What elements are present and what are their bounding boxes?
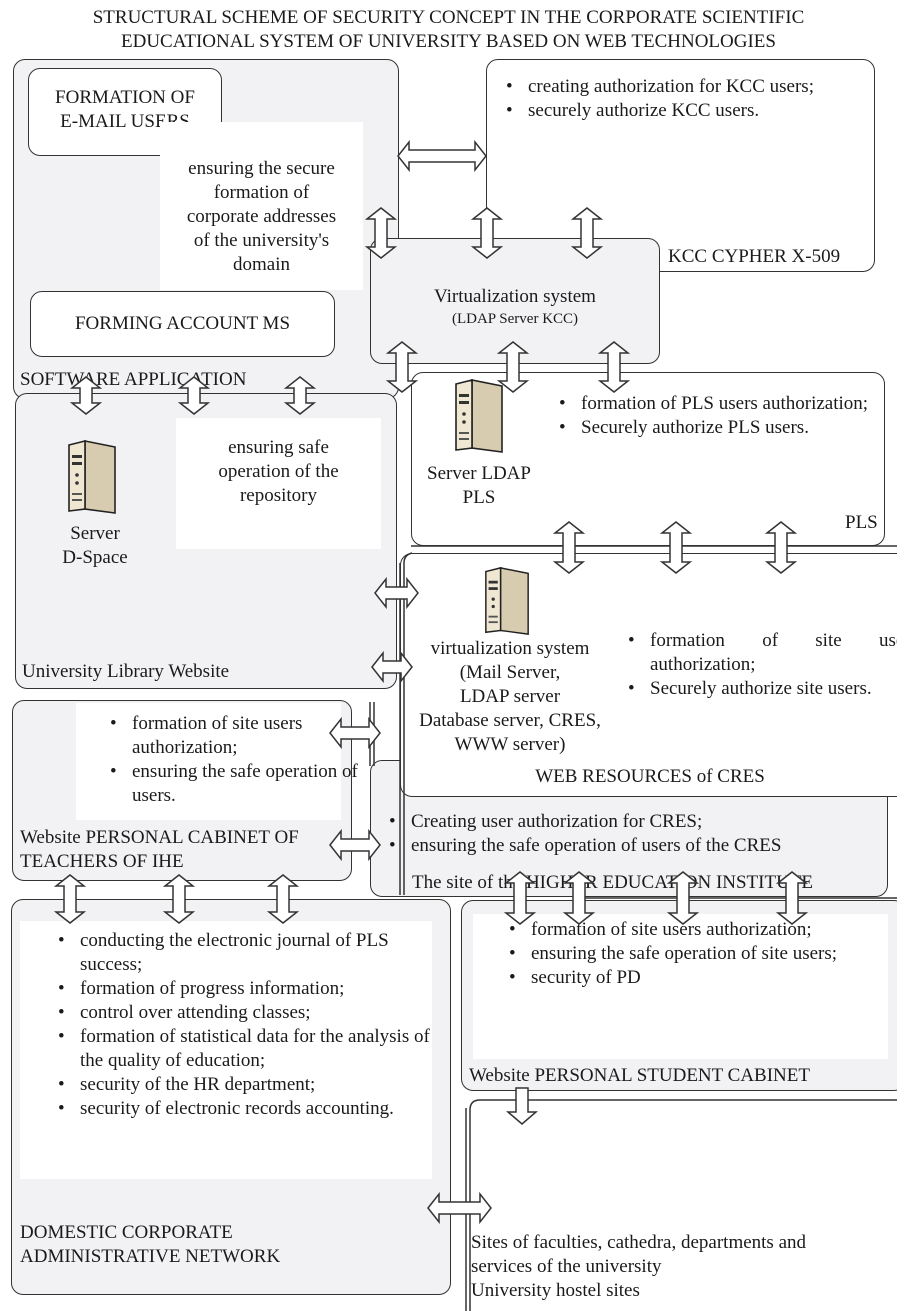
forming-account-label: FORMING ACCOUNT MS xyxy=(74,313,291,334)
double-arrow-icon xyxy=(177,376,211,415)
web-virtualization-text: virtualization system (Mail Server, LDAP… xyxy=(419,638,601,755)
ensuring-secure-pad xyxy=(160,122,363,290)
list-item: creating authorization for KCC users; xyxy=(506,75,897,99)
double-arrow-icon xyxy=(329,828,381,862)
double-arrow-icon xyxy=(764,521,798,574)
double-arrow-icon xyxy=(496,341,530,393)
server-icon xyxy=(485,566,529,635)
double-arrow-icon xyxy=(374,576,419,610)
server-ldap-pls-label: Server LDAP PLS xyxy=(427,463,531,508)
list-item: formation of statistical data for the an… xyxy=(58,1025,452,1073)
double-arrow-icon xyxy=(427,1191,492,1225)
double-arrow-icon xyxy=(470,207,504,259)
kcc-list: creating authorization for KCC users; se… xyxy=(502,75,897,123)
list-item: formation of site users authorization; xyxy=(110,712,364,760)
web-resources-list: formation of site users authorization; S… xyxy=(624,629,897,701)
list-item: Creating user authorization for CRES; xyxy=(389,810,897,834)
virtualization-kcc-title: Virtualization system xyxy=(434,286,596,307)
double-arrow-icon xyxy=(666,871,700,925)
server-icon xyxy=(455,378,503,453)
double-arrow-icon xyxy=(364,207,398,259)
server-dspace-label: Server D-Space xyxy=(62,523,128,568)
double-arrow-icon xyxy=(562,871,596,925)
list-item: control over attending classes; xyxy=(58,1001,452,1025)
ensuring-secure-text: ensuring the secure formation of corpora… xyxy=(186,158,337,275)
double-arrow-icon xyxy=(266,874,300,924)
double-arrow-icon xyxy=(503,871,537,925)
web-resources-label: WEB RESOURCES of CRES xyxy=(535,766,765,787)
double-arrow-icon xyxy=(371,650,413,684)
list-item: ensuring the safe operation of users. xyxy=(110,760,364,808)
pls-label: PLS xyxy=(845,512,878,533)
server-icon xyxy=(68,439,116,514)
double-arrow-icon xyxy=(775,871,809,925)
pls-list: formation of PLS users authorization; Se… xyxy=(555,392,897,440)
library-ensuring-text: ensuring safe operation of the repositor… xyxy=(218,437,339,506)
virtualization-kcc-subtitle: (LDAP Server KCC) xyxy=(451,311,579,327)
list-item: ensuring the safe operation of users of … xyxy=(389,834,897,858)
bottom-sites-text: Sites of faculties, cathedra, department… xyxy=(471,1232,807,1301)
channel-line xyxy=(403,552,413,564)
double-arrow-icon xyxy=(329,716,381,750)
library-text-pad xyxy=(176,418,381,549)
list-item: formation of site users authorization; xyxy=(509,918,897,942)
double-arrow-icon xyxy=(162,874,196,924)
list-item: security of electronic records accountin… xyxy=(58,1097,452,1121)
list-item: Securely authorize PLS users. xyxy=(559,416,897,440)
teachers-list: formation of site users authorization; e… xyxy=(106,712,364,808)
list-item: security of the HR department; xyxy=(58,1073,452,1097)
double-arrow-icon xyxy=(570,207,604,259)
student-label: Website PERSONAL STUDENT CABINET xyxy=(469,1065,810,1086)
title-line1: STRUCTURAL SCHEME OF SECURITY CONCEPT IN… xyxy=(92,7,805,28)
library-label: University Library Website xyxy=(22,661,230,682)
list-item: security of PD xyxy=(509,966,897,990)
list-item: ensuring the safe operation of site user… xyxy=(509,942,897,966)
list-item: Securely authorize site users. xyxy=(628,677,897,701)
double-arrow-icon xyxy=(283,376,317,415)
channel-line xyxy=(469,1099,897,1111)
list-item: formation of progress information; xyxy=(58,977,452,1001)
higher-ed-list: Creating user authorization for CRES; en… xyxy=(385,810,897,858)
forming-account-box xyxy=(30,291,335,357)
email-users-label: FORMATION OF E-MAIL USERS xyxy=(55,87,195,132)
domestic-label: DOMESTIC CORPORATE ADMINISTRATIVE NETWOR… xyxy=(20,1222,281,1267)
student-list: formation of site users authorization; e… xyxy=(505,918,897,990)
list-item: formation of PLS users authorization; xyxy=(559,392,897,416)
down-arrow-icon xyxy=(505,1087,539,1125)
double-arrow-icon xyxy=(397,139,487,173)
teachers-label: Website PERSONAL CABINET OF TEACHERS OF … xyxy=(20,827,299,872)
title-line2: EDUCATIONAL SYSTEM OF UNIVERSITY BASED O… xyxy=(121,31,776,52)
diagram-title: STRUCTURAL SCHEME OF SECURITY CONCEPT IN… xyxy=(0,6,897,54)
double-arrow-icon xyxy=(69,376,103,415)
list-item: conducting the electronic journal of PLS… xyxy=(58,929,452,977)
domestic-list: conducting the electronic journal of PLS… xyxy=(54,929,452,1121)
double-arrow-icon xyxy=(597,341,631,393)
list-item: formation of site users authorization; xyxy=(628,629,897,677)
double-arrow-icon xyxy=(53,874,87,924)
list-item: securely authorize KCC users. xyxy=(506,99,897,123)
double-arrow-icon xyxy=(659,521,693,574)
double-arrow-icon xyxy=(385,341,419,393)
kcc-label: KCC CYPHER X-509 xyxy=(668,246,841,267)
double-arrow-icon xyxy=(552,521,586,574)
